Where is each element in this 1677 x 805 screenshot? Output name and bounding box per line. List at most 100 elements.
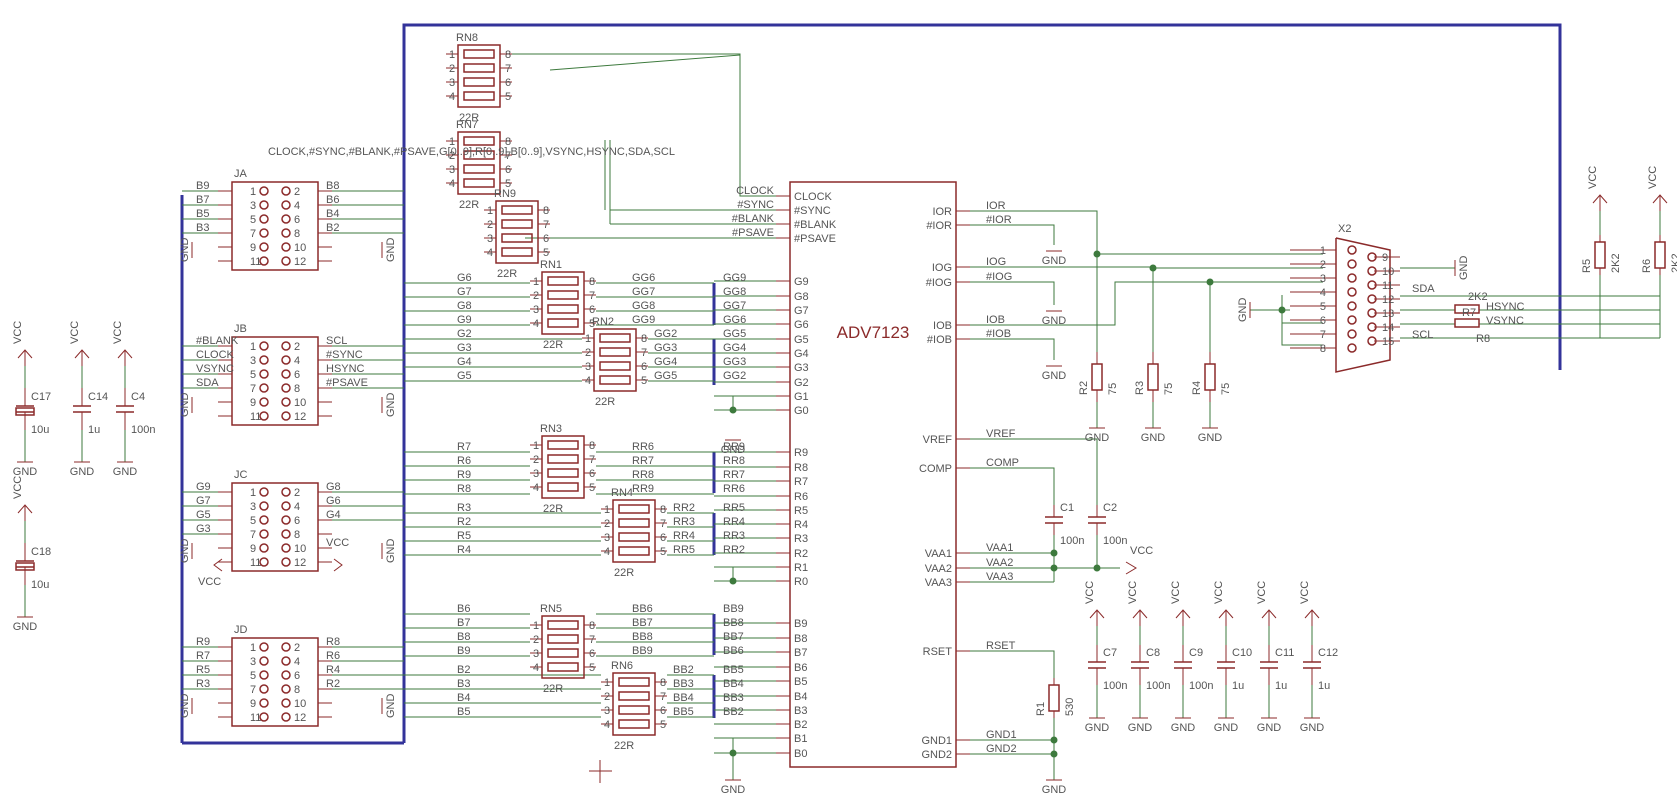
net-label: GG2 — [723, 370, 746, 382]
resistor-network-rn5 — [541, 615, 585, 679]
connector-name: JA — [234, 168, 248, 180]
net-label: BB5 — [673, 706, 694, 718]
rn-value: 22R — [459, 112, 479, 124]
net-label: #IOG — [986, 271, 1012, 283]
rn-value: 22R — [459, 199, 479, 211]
dsub-hole — [1347, 343, 1357, 353]
cap-name: C18 — [31, 546, 51, 558]
connector-pin — [259, 383, 269, 393]
parts: ADV7123CLOCK#SYNC#BLANK#PSAVEG9G8G7G6G5G… — [12, 32, 1677, 796]
pin-number: 8 — [294, 228, 300, 240]
ground-label: GND — [13, 621, 38, 633]
cap-value: 100n — [131, 424, 155, 436]
chip-left-pin-label: R8 — [794, 462, 808, 474]
rn-element — [547, 468, 579, 478]
net-label: BB9 — [632, 645, 653, 657]
vcc-label: VCC — [1587, 166, 1599, 189]
net-label: G8 — [326, 481, 341, 493]
pin-number: 3 — [533, 304, 539, 316]
pin-number: 3 — [250, 501, 256, 513]
connector-pin — [281, 256, 291, 266]
ground-label: GND — [70, 466, 95, 478]
rn-name: RN6 — [611, 660, 633, 672]
pin-number: 8 — [505, 136, 511, 148]
pin-number: 6 — [589, 648, 595, 660]
cap-name: C14 — [88, 391, 108, 403]
connector-pin — [281, 242, 291, 252]
net-label: BB3 — [723, 692, 744, 704]
net-label: VSYNC — [196, 363, 234, 375]
net-label: RR7 — [632, 455, 654, 467]
pin-number: 6 — [294, 369, 300, 381]
net-label: BB6 — [632, 603, 653, 615]
chip-left-pin-label: G3 — [794, 362, 809, 374]
rn-element — [599, 333, 631, 343]
pin-number: 3 — [250, 656, 256, 668]
connector-pin — [281, 529, 291, 539]
net-label: RR6 — [723, 483, 745, 495]
ground-label: GND — [1237, 298, 1249, 323]
rn-element — [463, 164, 495, 174]
resistor-body — [1048, 684, 1060, 712]
net-label: BB9 — [723, 603, 744, 615]
net-label: R3 — [196, 678, 210, 690]
chip-left-pin-label: B5 — [794, 676, 807, 688]
net-label: R9 — [457, 469, 471, 481]
wire — [970, 467, 1055, 510]
cap-value: 1u — [88, 424, 100, 436]
chip-left-pin-label: G4 — [794, 348, 809, 360]
net-label: B7 — [196, 194, 209, 206]
pin-number: 12 — [1382, 294, 1394, 306]
dsub-hole — [1347, 329, 1357, 339]
net-label: B8 — [326, 180, 339, 192]
pin-number: 2 — [533, 290, 539, 302]
net-label: BB4 — [723, 678, 744, 690]
pin-number: 10 — [294, 242, 306, 254]
connector-pin — [281, 228, 291, 238]
pin-number: 3 — [449, 77, 455, 89]
net-label: VAA1 — [986, 542, 1013, 554]
connector-ja — [231, 181, 319, 271]
pin-number: 2 — [449, 150, 455, 162]
chip-left-pin-label: B1 — [794, 733, 807, 745]
connector-pin — [259, 186, 269, 196]
pin-number: 5 — [589, 482, 595, 494]
pin-number: 10 — [294, 543, 306, 555]
pin-number: 5 — [505, 91, 511, 103]
cap-value: 100n — [1103, 535, 1127, 547]
net-label: IOB — [986, 314, 1005, 326]
resistor-network-rn6 — [612, 672, 656, 736]
net-label: BB7 — [723, 631, 744, 643]
pin-number: 8 — [589, 620, 595, 632]
connector-name: JC — [234, 469, 248, 481]
net-label: GG6 — [632, 272, 655, 284]
pin-number: 3 — [604, 532, 610, 544]
net-label: R6 — [326, 650, 340, 662]
rn-element — [547, 454, 579, 464]
pin-number: 7 — [660, 518, 666, 530]
connector-pin — [281, 383, 291, 393]
pin-number: 2 — [487, 219, 493, 231]
net-label: G3 — [457, 342, 472, 354]
pin-number: 2 — [533, 634, 539, 646]
connector-pin — [259, 228, 269, 238]
resistor-value: 2K2 — [1670, 253, 1677, 273]
net-label: BB2 — [673, 664, 694, 676]
net-label: R2 — [457, 516, 471, 528]
chip-left-pin-label: G5 — [794, 334, 809, 346]
net-label: #BLANK — [732, 213, 775, 225]
junction-dot — [1050, 549, 1058, 557]
net-label: #PSAVE — [732, 227, 774, 239]
connector-pin — [259, 501, 269, 511]
pin-number: 4 — [487, 247, 493, 259]
net-label: B6 — [326, 194, 339, 206]
pin-number: 5 — [660, 719, 666, 731]
net-label: RR3 — [673, 516, 695, 528]
pin-number: 1 — [250, 487, 256, 499]
chip-left-pin-label: B0 — [794, 748, 807, 760]
chip-left-pin-label: R5 — [794, 505, 808, 517]
chip-right-pin-label: GND1 — [921, 735, 952, 747]
pin-number: 2 — [294, 341, 300, 353]
chip-right-pin-label: IOR — [932, 206, 952, 218]
pin-number: 8 — [660, 504, 666, 516]
